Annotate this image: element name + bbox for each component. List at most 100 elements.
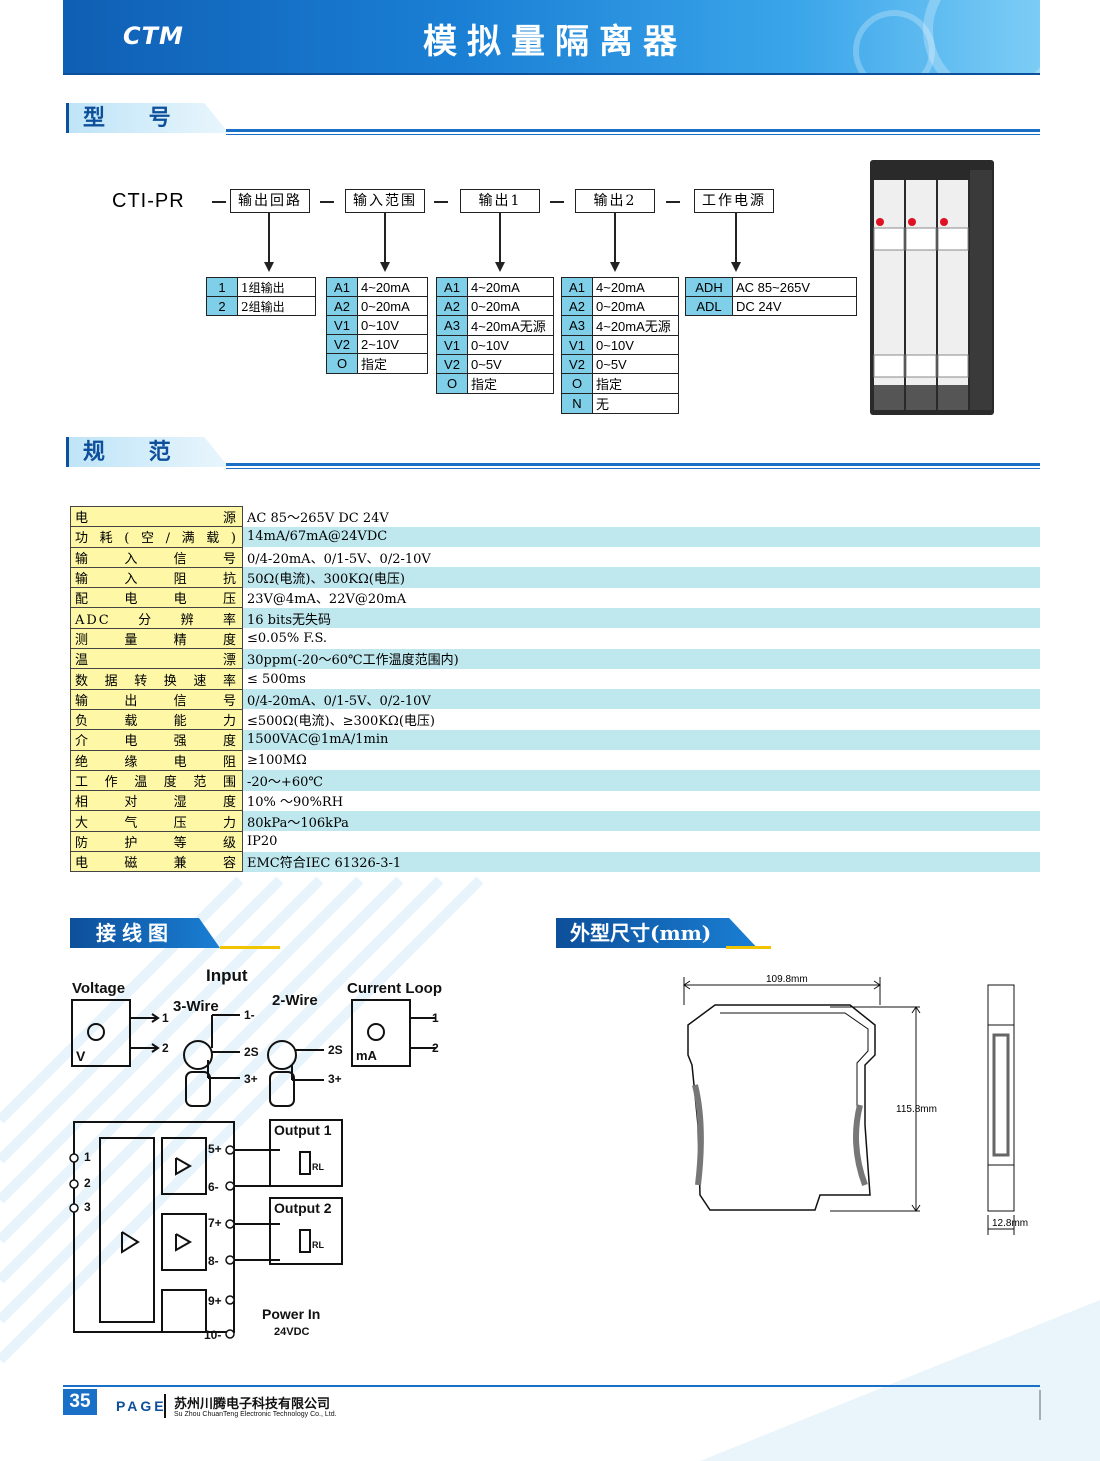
terminal-label: 1 xyxy=(162,1011,169,1025)
field-input-range: 输入范围 xyxy=(345,189,425,213)
terminal-label: 3+ xyxy=(244,1072,258,1086)
spec-value: 0/4-20mA、0/1-5V、0/2-10V xyxy=(242,689,1040,710)
option-code: ADH xyxy=(685,277,733,297)
wiring-diagram xyxy=(69,999,436,1339)
spec-key: 测量精度 xyxy=(70,627,243,650)
option-desc: 0~20mA xyxy=(357,296,428,316)
spec-key: 相对湿度 xyxy=(70,790,243,812)
option-code: N xyxy=(561,393,593,414)
spec-key: 数据转换速率 xyxy=(70,668,243,690)
dim-depth: 12.8mm xyxy=(992,1218,1029,1229)
option-code: O xyxy=(436,373,468,394)
label-output2: Output 2 xyxy=(274,1200,332,1216)
dash xyxy=(320,201,334,203)
option-code: ADL xyxy=(685,296,733,316)
spec-key: 工作温度范围 xyxy=(70,769,243,792)
section-model-header: 型 号 xyxy=(66,103,1040,137)
terminal-label: 10- xyxy=(204,1328,222,1342)
spec-key: 负载能力 xyxy=(70,708,243,731)
spec-key: 介电强度 xyxy=(70,729,243,751)
option-code: 1 xyxy=(206,277,238,297)
option-code: V2 xyxy=(561,354,593,374)
spec-row: 测量精度≤0.05% F.S. xyxy=(70,627,1040,650)
option-desc: 4~20mA xyxy=(467,277,554,297)
dim-height: 115.8mm xyxy=(896,1104,937,1115)
terminal-label: 1 xyxy=(432,1011,439,1025)
field-output2: 输出2 xyxy=(575,189,655,213)
option-code: A2 xyxy=(326,296,358,316)
spec-key: 输入阻抗 xyxy=(70,566,243,589)
field-power: 工作电源 xyxy=(694,189,774,213)
spec-key: 大气压力 xyxy=(70,810,243,832)
terminal-label: 3 xyxy=(84,1200,91,1214)
spec-value: ≥100MΩ xyxy=(242,750,1040,771)
arrow xyxy=(499,212,501,262)
terminal-label: 2 xyxy=(84,1176,91,1190)
option-desc: 4~20mA xyxy=(357,277,428,297)
option-code: V2 xyxy=(436,354,468,374)
option-desc: 无 xyxy=(592,393,679,414)
page-label: PAGE xyxy=(116,1398,167,1414)
label-ma: mA xyxy=(356,1048,377,1063)
field-output1: 输出1 xyxy=(460,189,540,213)
option-code: V1 xyxy=(436,335,468,355)
option-code: A3 xyxy=(561,315,593,336)
brand-logo: CTM xyxy=(123,22,184,50)
arrow-head xyxy=(731,262,741,272)
option-desc: 0~10V xyxy=(357,315,428,335)
spec-key: 输入信号 xyxy=(70,546,243,568)
model-prefix: CTI-PR xyxy=(112,190,185,212)
section-title: 规 范 xyxy=(66,437,229,467)
label-rl: RL xyxy=(312,1240,324,1250)
terminal-label: 3+ xyxy=(328,1072,342,1086)
spec-value: -20～+60℃ xyxy=(242,770,1040,791)
spec-value: 80kPa～106kPa xyxy=(242,810,1040,832)
spec-value: 50Ω(电流)、300KΩ(电压) xyxy=(242,567,1040,588)
label-2wire: 2-Wire xyxy=(272,992,318,1009)
option-desc: 0~10V xyxy=(467,335,554,355)
company-name-en: Su Zhou ChuanTeng Electronic Technology … xyxy=(174,1411,337,1418)
option-code: A3 xyxy=(436,315,468,336)
terminal-label: 9+ xyxy=(208,1294,222,1308)
option-desc: 指定 xyxy=(592,373,679,394)
option-desc: 4~20mA xyxy=(592,277,679,297)
dimension-drawing xyxy=(683,977,1015,1235)
option-desc: 指定 xyxy=(467,373,554,394)
option-code: A1 xyxy=(326,277,358,297)
option-code: V1 xyxy=(326,315,358,335)
terminal-label: 6- xyxy=(208,1180,219,1194)
terminal-label: 2 xyxy=(162,1041,169,1055)
label-v: V xyxy=(76,1048,86,1064)
spec-row: 数据转换速率≤ 500ms xyxy=(70,668,1040,690)
label-voltage: Voltage xyxy=(72,980,126,997)
spec-row: 功耗(空/满载)14mA/67mA@24VDC xyxy=(70,526,1040,548)
page-number: 35 xyxy=(63,1389,97,1415)
section-title: 型 号 xyxy=(66,103,229,133)
option-code: A1 xyxy=(561,277,593,297)
terminal-label: 8- xyxy=(208,1254,219,1268)
spec-row: 负载能力≤500Ω(电流)、≥300KΩ(电压) xyxy=(70,708,1040,731)
spec-value: ≤ 500ms xyxy=(242,668,1040,690)
label-rl: RL xyxy=(312,1162,324,1172)
label-output1: Output 1 xyxy=(274,1122,332,1138)
option-code: O xyxy=(326,353,358,374)
spec-value: 16 bits无失码 xyxy=(242,607,1040,629)
spec-key: 防护等级 xyxy=(70,830,243,853)
spec-key: 绝缘电阻 xyxy=(70,749,243,771)
field-output-loop: 输出回路 xyxy=(230,189,310,213)
option-code: A1 xyxy=(436,277,468,297)
option-desc: AC 85~265V xyxy=(732,277,857,297)
page-title: 模拟量隔离器 xyxy=(423,22,687,62)
spec-key: ADC分辨率 xyxy=(70,607,243,629)
spec-key: 功耗(空/满载) xyxy=(70,526,243,548)
label-3wire: 3-Wire xyxy=(173,998,219,1015)
